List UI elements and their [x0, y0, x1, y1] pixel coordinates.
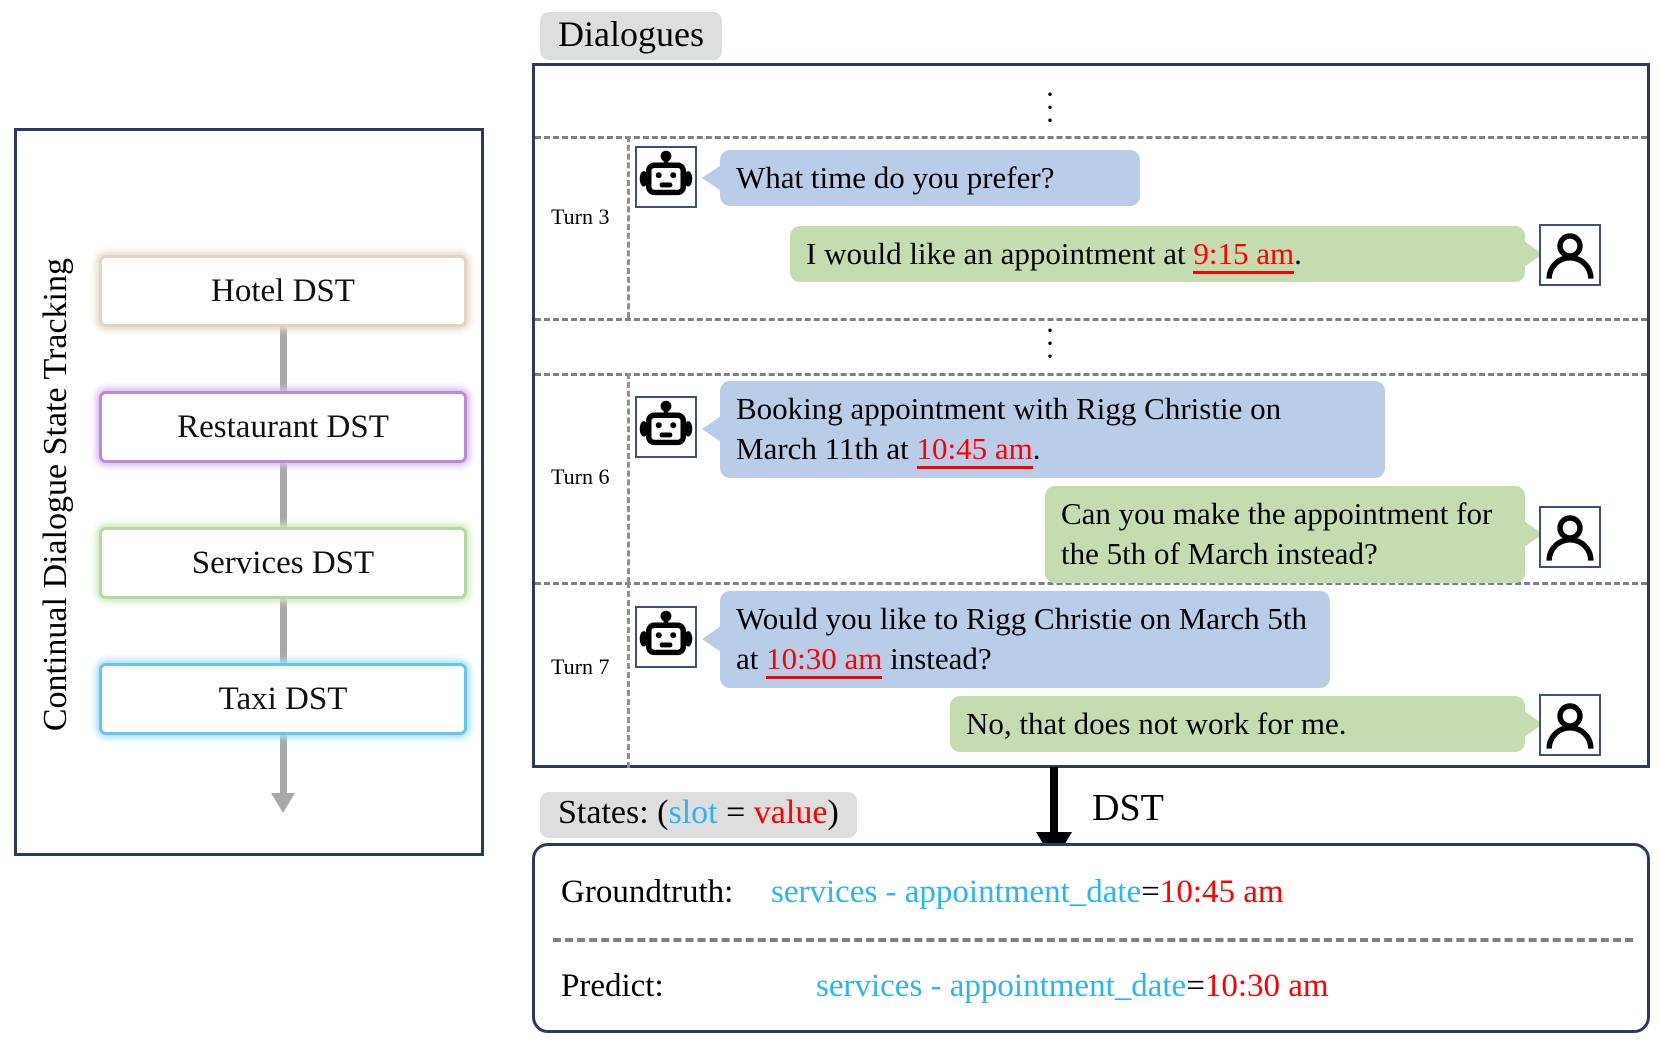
bot-message-turn-3: What time do you prefer? — [702, 150, 1140, 207]
dst-arrow-shaft — [1050, 767, 1058, 839]
bot-message-turn-6-text: Booking appointment with Rigg Christie o… — [736, 391, 1282, 467]
states-title-suffix: ) — [827, 794, 839, 831]
predict-label: Predict: — [561, 968, 664, 1004]
user-message-turn-6: Can you make the appointment for the 5th… — [1045, 486, 1543, 583]
bot-message-turn-7: Would you like to Rigg Christie on March… — [702, 591, 1330, 688]
states-box: Groundtruth: services - appointment_date… — [532, 843, 1650, 1033]
states-title-slot: slot — [668, 794, 718, 831]
turn-3-label: Turn 3 — [551, 204, 610, 229]
bubble-tail-left-icon — [702, 626, 721, 653]
user-message-turn-3-highlight: 9:15 am — [1193, 236, 1295, 274]
predict-slot: services - appointment_date — [816, 968, 1187, 1004]
turn-6-label: Turn 6 — [551, 464, 610, 489]
user-message-turn-7: No, that does not work for me. — [950, 696, 1543, 753]
robot-icon — [635, 606, 697, 668]
turn-7-vertical-divider — [627, 582, 630, 768]
continual-dst-panel: Continual Dialogue State Tracking Hotel … — [14, 128, 484, 856]
robot-icon — [635, 146, 697, 208]
dst-box-services-label: Services DST — [191, 544, 375, 581]
user-message-turn-3-text: I would like an appointment at — [806, 236, 1194, 271]
person-icon — [1539, 224, 1601, 286]
predict-eq: = — [1186, 968, 1205, 1004]
dst-box-taxi[interactable]: Taxi DST — [99, 663, 467, 735]
bubble-tail-left-icon — [702, 165, 721, 192]
turn-7-label: Turn 7 — [551, 654, 610, 679]
dialogue-panel: ··· Turn 3 What time do you prefer? I wo… — [532, 63, 1650, 768]
bot-message-turn-7-text-after: instead? — [882, 641, 992, 677]
dst-stack: Hotel DST Restaurant DST Services DST Ta… — [89, 131, 479, 859]
divider-above-turn-6 — [535, 373, 1647, 376]
ellipsis-top-icon: ··· — [1045, 78, 1055, 137]
state-row-groundtruth: Groundtruth: services - appointment_date… — [535, 846, 1647, 939]
user-message-turn-6-text: Can you make the appointment for the 5th… — [1061, 496, 1493, 572]
bubble-tail-right-icon — [1524, 521, 1543, 548]
turn-3-vertical-divider — [627, 136, 630, 318]
state-row-predict: Predict: services - appointment_date = 1… — [535, 940, 1647, 1033]
dialogues-title-badge: Dialogues — [540, 12, 722, 60]
dst-box-taxi-label: Taxi DST — [218, 680, 348, 717]
states-title-eq: = — [717, 794, 754, 831]
bot-message-turn-7-highlight: 10:30 am — [766, 641, 883, 680]
divider-above-turn-3 — [535, 136, 1647, 139]
ellipsis-mid-icon: ··· — [1045, 314, 1055, 373]
dst-box-restaurant[interactable]: Restaurant DST — [99, 391, 467, 463]
robot-icon — [635, 396, 697, 458]
dst-box-hotel-label: Hotel DST — [211, 272, 355, 309]
bot-message-turn-6-text-after: . — [1032, 431, 1041, 467]
groundtruth-value: 10:45 am — [1159, 874, 1284, 910]
states-title-prefix: States: ( — [558, 794, 669, 831]
bot-message-turn-6-highlight: 10:45 am — [916, 431, 1033, 470]
divider-below-turn-3 — [535, 318, 1647, 321]
bubble-tail-left-icon — [702, 416, 721, 443]
bubble-tail-right-icon — [1524, 241, 1543, 268]
bot-message-turn-6: Booking appointment with Rigg Christie o… — [702, 381, 1385, 478]
user-message-turn-7-text: No, that does not work for me. — [966, 706, 1347, 741]
bot-message-turn-7-text: Would you like to Rigg Christie on March… — [736, 601, 1307, 677]
user-message-turn-3-text-after: . — [1294, 236, 1302, 271]
dst-box-hotel[interactable]: Hotel DST — [99, 255, 467, 327]
divider-turn-6-7 — [535, 582, 1647, 585]
user-message-turn-3: I would like an appointment at 9:15 am. — [790, 226, 1543, 283]
states-title-value: value — [753, 794, 828, 831]
predict-value: 10:30 am — [1204, 968, 1329, 1004]
groundtruth-eq: = — [1141, 874, 1160, 910]
groundtruth-slot: services - appointment_date — [771, 874, 1142, 910]
states-title-badge: States: (slot = value) — [540, 792, 857, 838]
dst-box-restaurant-label: Restaurant DST — [177, 408, 389, 445]
person-icon — [1539, 694, 1601, 756]
turn-6-vertical-divider — [627, 373, 630, 583]
vertical-axis-title-text: Continual Dialogue State Tracking — [37, 258, 74, 732]
dst-box-services[interactable]: Services DST — [99, 527, 467, 599]
vertical-axis-title: Continual Dialogue State Tracking — [27, 131, 85, 859]
bubble-tail-right-icon — [1524, 711, 1543, 738]
bot-message-turn-3-text: What time do you prefer? — [736, 160, 1055, 195]
dst-arrow-label: DST — [1092, 787, 1164, 829]
person-icon — [1539, 506, 1601, 568]
states-divider — [553, 938, 1633, 942]
dialogues-title-text: Dialogues — [558, 14, 704, 54]
dst-flow-arrowhead-icon — [271, 793, 295, 813]
groundtruth-label: Groundtruth: — [561, 874, 734, 910]
